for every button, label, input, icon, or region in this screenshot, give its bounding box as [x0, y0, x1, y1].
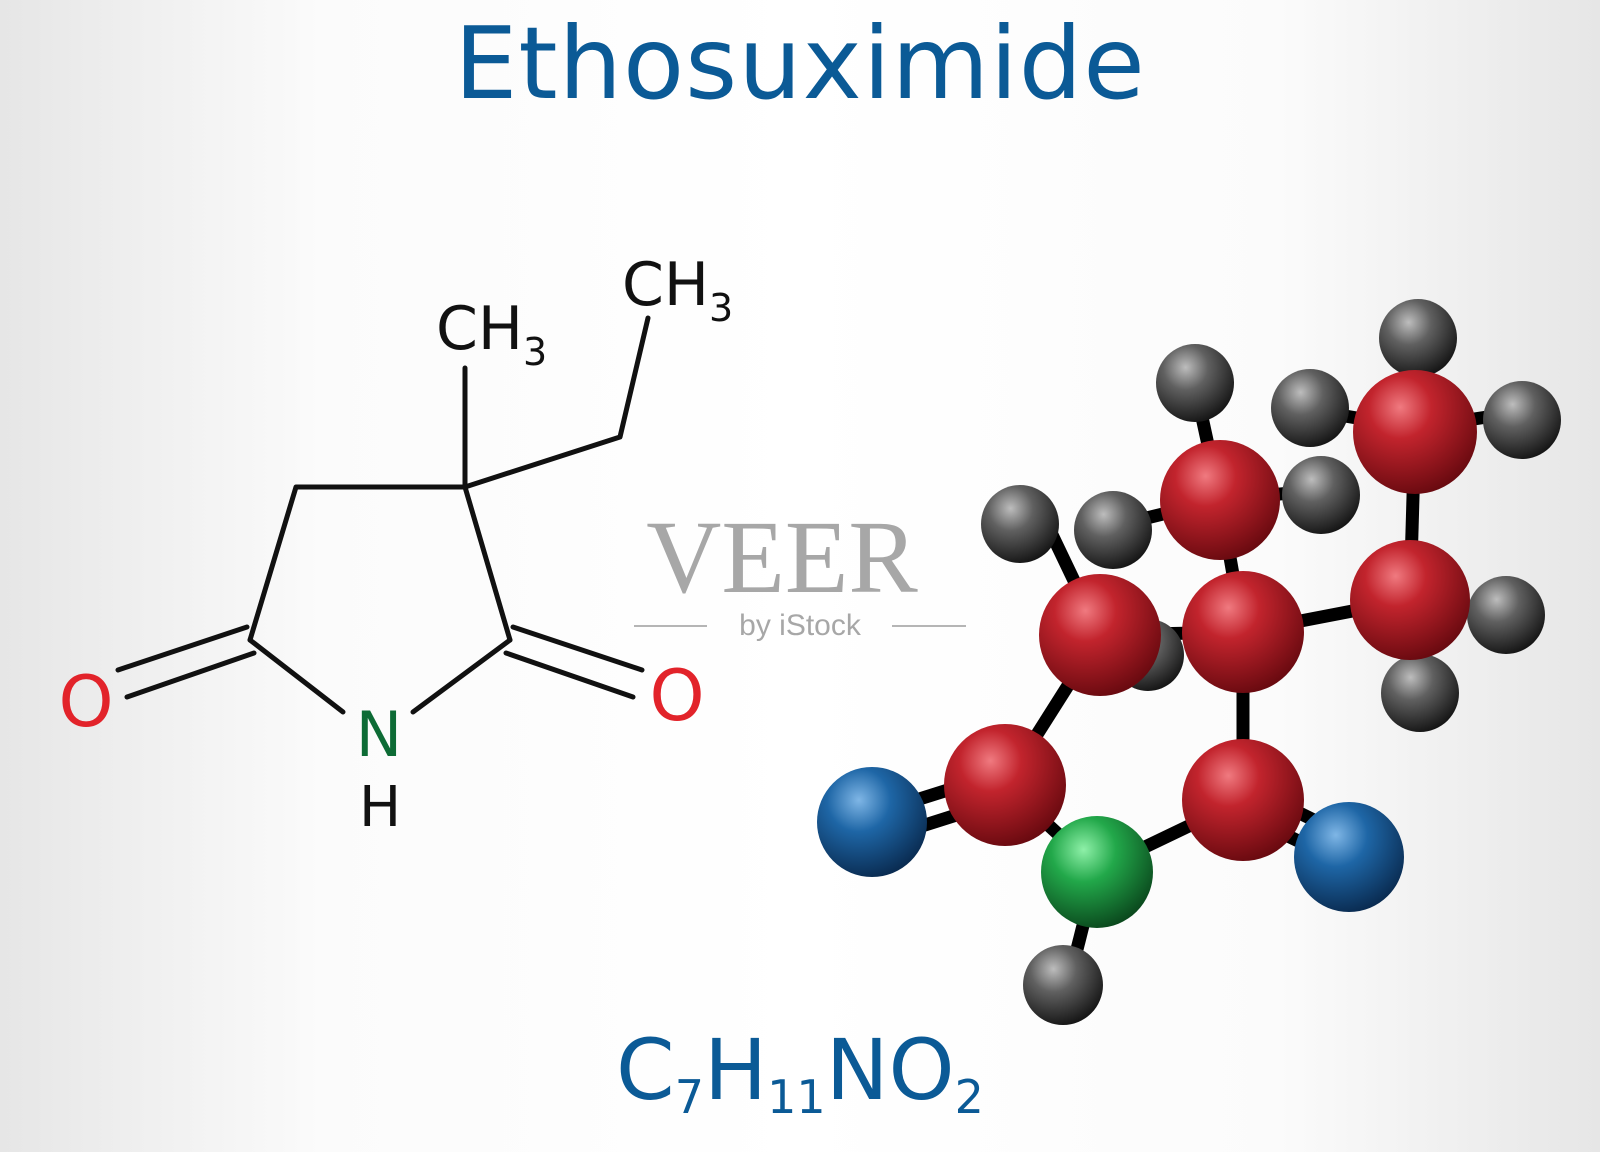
carbon-atom [1353, 370, 1477, 494]
ethyl-methyl-label: CH3 [622, 250, 733, 330]
hydrogen-atom [1271, 369, 1349, 447]
carbon-atom [1182, 739, 1304, 861]
carbonyl-right-bond-1 [510, 624, 645, 673]
carbonyl-right-bond-2 [503, 650, 636, 700]
ball-and-stick-model [817, 299, 1561, 1025]
watermark-subtext: by iStock [739, 609, 862, 642]
molecular-formula: C7H11NO2 [616, 1021, 984, 1124]
oxygen-atom [817, 767, 927, 877]
hydrogen-atom [1074, 491, 1152, 569]
hydrogen-atom [1379, 299, 1457, 377]
hydrogen-atom [1156, 344, 1234, 422]
hydrogen-atom [1467, 576, 1545, 654]
nitrogen-hydrogen-label: H [359, 775, 401, 840]
hydrogen-atom [1023, 945, 1103, 1025]
oxygen-atom [1294, 802, 1404, 912]
nitrogen-atom [1041, 816, 1153, 928]
oxygen-left-label: O [58, 661, 113, 743]
carbon-atom [1182, 571, 1304, 693]
ring-bond-c2-n [247, 637, 346, 715]
skeletal-formula [115, 315, 651, 715]
carbonyl-left-bond-2 [124, 650, 257, 700]
ring-bonds [247, 484, 513, 643]
hydrogen-atom [1282, 456, 1360, 534]
ethyl-bonds [462, 315, 651, 490]
carbon-atom [1160, 440, 1280, 560]
hydrogen-atom [1483, 381, 1561, 459]
oxygen-right-label: O [649, 655, 704, 737]
carbon-atom [1350, 540, 1470, 660]
carbon-atom [1039, 574, 1161, 696]
hydrogen-atom [981, 485, 1059, 563]
methyl-label: CH3 [436, 294, 547, 374]
hydrogen-atom [1381, 654, 1459, 732]
watermark: VEER by iStock [634, 500, 966, 642]
carbonyl-left-bond-1 [115, 624, 250, 673]
watermark-brand: VEER [646, 500, 918, 615]
carbon-atom [944, 724, 1066, 846]
ring-bond-c5-n [410, 637, 513, 715]
page-title: Ethosuximide [454, 5, 1146, 122]
nitrogen-label: N [356, 698, 402, 771]
